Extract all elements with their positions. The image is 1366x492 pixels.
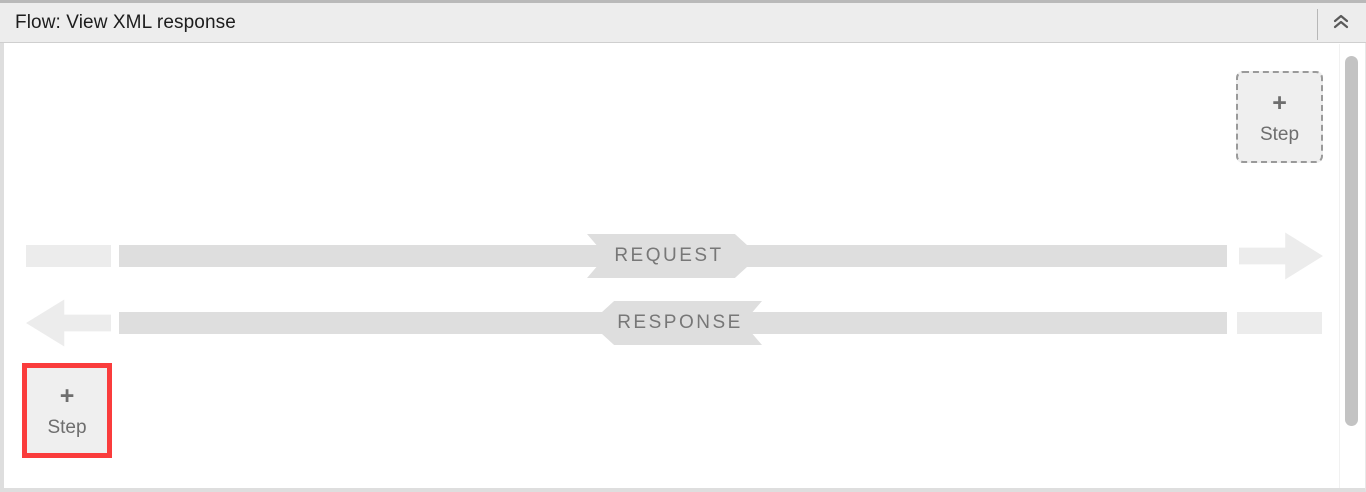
plus-icon: + xyxy=(1272,88,1287,117)
response-right-stub xyxy=(1237,312,1322,334)
add-step-button-bottom[interactable]: + Step xyxy=(27,368,107,453)
response-label: RESPONSE xyxy=(617,312,743,333)
double-chevron-up-icon xyxy=(1330,11,1352,38)
request-flow-row: REQUEST xyxy=(4,228,1334,284)
request-arrow-right-icon xyxy=(1239,232,1323,280)
add-step-button-bottom-highlight[interactable]: + Step xyxy=(22,363,112,458)
plus-icon: + xyxy=(59,382,75,410)
vertical-scrollbar-track[interactable] xyxy=(1339,44,1362,488)
add-step-label: Step xyxy=(1259,123,1300,145)
request-banner: REQUEST xyxy=(587,234,759,278)
request-label: REQUEST xyxy=(614,245,724,266)
page-title: Flow: View XML response xyxy=(15,12,236,33)
add-step-button-top[interactable]: + Step xyxy=(1236,71,1323,163)
add-step-label: Step xyxy=(47,417,87,438)
panel-header: Flow: View XML response xyxy=(0,0,1366,43)
response-flow-row: RESPONSE xyxy=(4,295,1334,351)
panel-body: + Step REQUEST RESPONSE xyxy=(0,43,1366,492)
header-divider xyxy=(1317,9,1318,40)
response-arrow-left-icon xyxy=(26,299,111,347)
request-left-stub xyxy=(26,245,111,267)
response-banner: RESPONSE xyxy=(590,301,762,345)
vertical-scrollbar-thumb[interactable] xyxy=(1345,56,1358,426)
collapse-panel-button[interactable] xyxy=(1321,6,1361,43)
flow-canvas: + Step REQUEST RESPONSE xyxy=(4,43,1334,488)
